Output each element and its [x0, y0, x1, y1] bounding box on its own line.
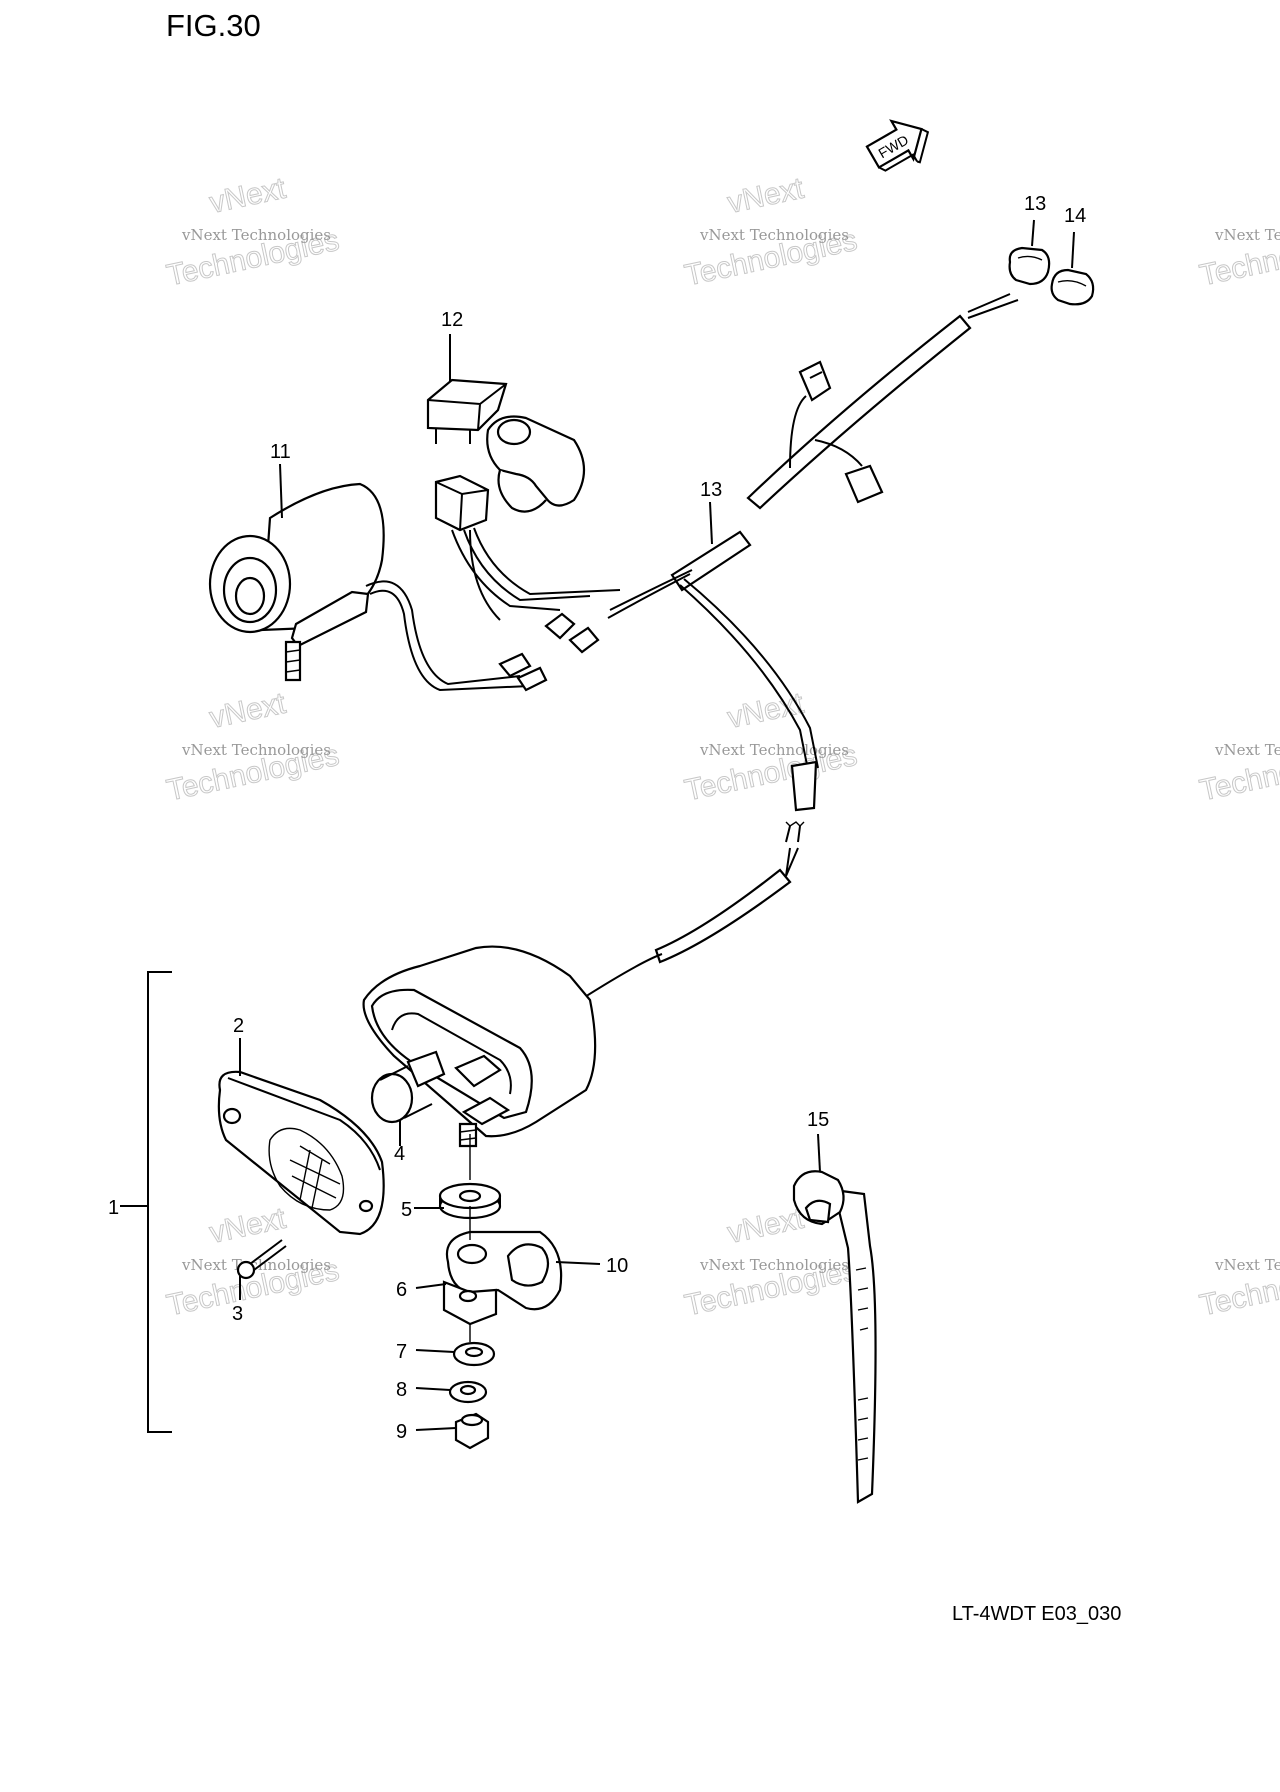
nut-part-9	[454, 1412, 490, 1450]
svg-text:vNext Technologies: vNext Technologies	[699, 226, 849, 244]
part-label-9: 9	[396, 1421, 407, 1443]
screw-part-3	[236, 1239, 287, 1280]
lock-washer-part-8	[448, 1380, 488, 1404]
part-label-1: 1	[108, 1197, 119, 1219]
assembly-bracket	[147, 971, 172, 1433]
part-label-5: 5	[401, 1199, 412, 1221]
horn-part-11	[208, 482, 548, 692]
svg-text:vNext Technologies: vNext Technologies	[181, 1256, 331, 1274]
grommet-part-5	[438, 1182, 502, 1220]
relay-part-12	[426, 378, 621, 654]
watermark: Technologies vNext vNext Technologies	[681, 171, 860, 293]
bulb-part-4	[370, 1050, 446, 1124]
part-label-12: 12	[441, 309, 463, 331]
wiring-harness	[579, 293, 1019, 1001]
watermark: Technologies vNext vNext Technologies	[163, 686, 342, 808]
svg-text:vNext Technologies: vNext Technologies	[181, 741, 331, 759]
washer-part-7	[452, 1341, 496, 1367]
part-label-3: 3	[232, 1303, 243, 1325]
svg-text:vNext: vNext	[207, 172, 290, 220]
document-code: LT-4WDT E03_030	[952, 1603, 1121, 1625]
svg-text:vNext Technologies: vNext Technologies	[1214, 741, 1280, 759]
cable-tie-part-15	[792, 1170, 877, 1504]
svg-text:vNext: vNext	[725, 172, 808, 220]
svg-text:vNext: vNext	[725, 687, 808, 735]
figure-title: FIG.30	[166, 8, 261, 43]
part-number-labels: 13 14 12 11 13 2 1 4 5 3 6 10 7 8 9 15	[108, 193, 1086, 1443]
part-label-2: 2	[233, 1015, 244, 1037]
part-label-11: 11	[270, 441, 291, 463]
watermark: Technologies vNext Technologies	[1196, 223, 1280, 293]
part-label-10: 10	[606, 1255, 628, 1277]
svg-text:vNext Technologies: vNext Technologies	[1214, 226, 1280, 244]
svg-text:vNext: vNext	[725, 1202, 808, 1250]
watermark: Technologies vNext vNext Technologies	[681, 1201, 860, 1323]
part-label-7: 7	[396, 1341, 407, 1363]
part-label-4: 4	[394, 1143, 405, 1165]
svg-text:vNext Technologies: vNext Technologies	[181, 226, 331, 244]
connector-cap-14a	[1008, 246, 1051, 286]
lens-part-2	[217, 1070, 385, 1236]
part-label-8: 8	[396, 1379, 407, 1401]
connector-cap-14b	[1050, 268, 1095, 306]
part-label-15: 15	[807, 1109, 829, 1131]
leader-lines	[239, 219, 1075, 1431]
clamp-part-6-10	[442, 1230, 563, 1326]
svg-text:vNext Technologies: vNext Technologies	[699, 1256, 849, 1274]
watermark: Technologies vNext vNext Technologies	[681, 686, 860, 808]
part-label-14b: 14	[1064, 205, 1086, 227]
forward-arrow-icon: FWD	[865, 119, 930, 172]
part-label-6: 6	[396, 1279, 407, 1301]
mount-bolt	[458, 1122, 478, 1148]
tail-light-housing	[362, 945, 597, 1138]
part-label-14a: 13	[1024, 193, 1046, 215]
watermark: Technologies vNext vNext Technologies	[163, 171, 342, 293]
part-label-13: 13	[700, 479, 722, 501]
watermark: Technologies vNext Technologies	[1196, 738, 1280, 808]
svg-text:vNext Technologies: vNext Technologies	[699, 741, 849, 759]
watermark: Technologies vNext Technologies	[1196, 1253, 1280, 1323]
svg-text:vNext Technologies: vNext Technologies	[1214, 1256, 1280, 1274]
svg-text:vNext: vNext	[207, 687, 290, 735]
